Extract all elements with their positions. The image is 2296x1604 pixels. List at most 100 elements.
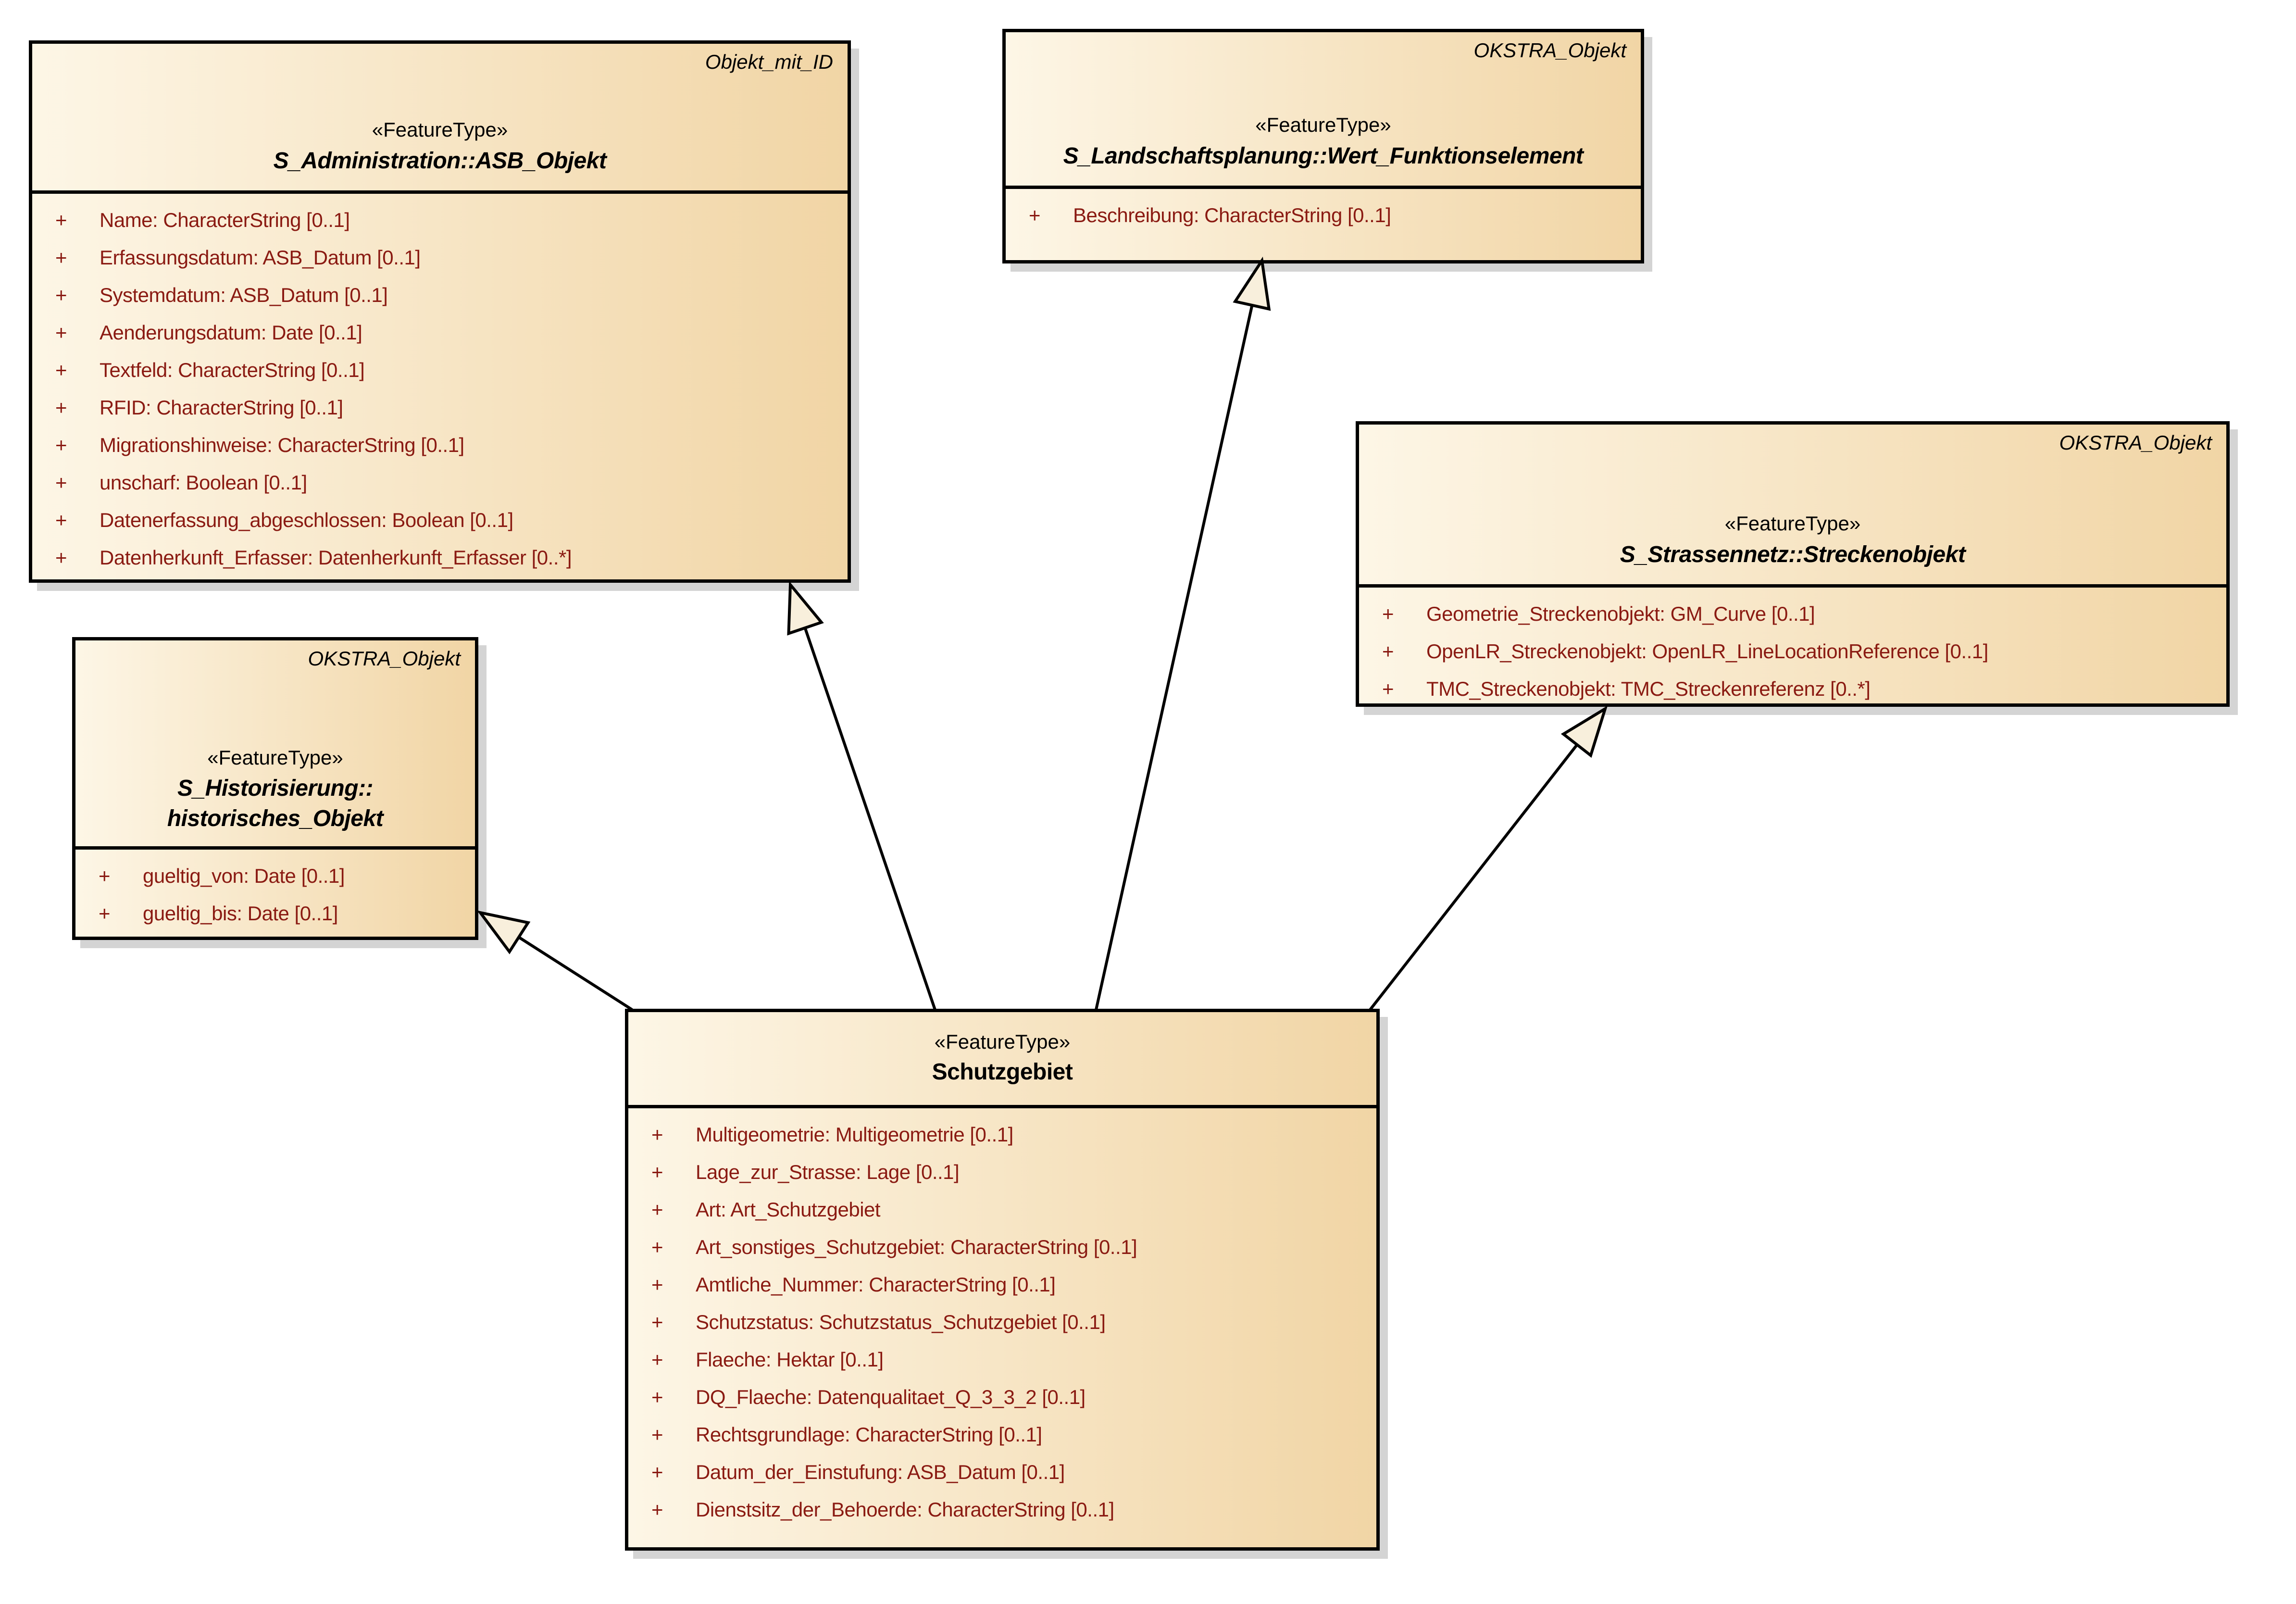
visibility-plus: + <box>651 1386 663 1408</box>
class-name: S_Administration::ASB_Objekt <box>273 148 607 174</box>
class-name: S_Strassennetz::Streckenobjekt <box>1620 541 1966 567</box>
header-spacer <box>1020 62 1626 113</box>
attribute-row: + Schutzstatus: Schutzstatus_Schutzgebiet… <box>628 1303 1376 1341</box>
class-header: OKSTRA_Objekt «FeatureType» S_Landschaft… <box>1006 32 1641 186</box>
visibility-plus: + <box>651 1123 663 1146</box>
attribute-text: TMC_Streckenobjekt: TMC_Streckenreferenz… <box>1426 677 1871 700</box>
attribute-text: Datum_der_Einstufung: ASB_Datum [0..1] <box>696 1461 1065 1483</box>
visibility-plus: + <box>1382 640 1394 663</box>
attribute-row: + RFID: CharacterString [0..1] <box>32 389 848 426</box>
visibility-plus: + <box>55 509 67 531</box>
attribute-row: +Systemdatum: ASB_Datum [0..1] <box>32 276 848 314</box>
visibility-plus: + <box>55 209 67 231</box>
attributes-compartment: +Beschreibung: CharacterString [0..1] <box>1006 186 1641 260</box>
class-historisches-objekt: OKSTRA_Objekt «FeatureType» S_Historisie… <box>72 637 478 940</box>
attribute-text: Datenherkunft_Erfasser: Datenherkunft_Er… <box>100 546 572 569</box>
visibility-plus: + <box>1382 677 1394 700</box>
visibility-plus: + <box>651 1311 663 1333</box>
attribute-row: + unscharf: Boolean [0..1] <box>32 464 848 501</box>
class-header: Objekt_mit_ID «FeatureType» S_Administra… <box>32 44 848 190</box>
hollow-triangle-arrowhead-icon <box>1233 256 1271 311</box>
package-tag: OKSTRA_Objekt <box>1473 39 1626 62</box>
attribute-text: gueltig_bis: Date [0..1] <box>143 902 338 925</box>
stereotype-label: «FeatureType» <box>1255 113 1391 137</box>
package-tag: Objekt_mit_ID <box>705 50 833 73</box>
class-streckenobjekt: OKSTRA_Objekt «FeatureType» S_Strassenne… <box>1356 421 2230 707</box>
attribute-text: Flaeche: Hektar [0..1] <box>696 1348 884 1371</box>
class-wert-funktionselement: OKSTRA_Objekt «FeatureType» S_Landschaft… <box>1002 29 1644 263</box>
attribute-row: + Migrationshinweise: CharacterString [0.… <box>32 426 848 464</box>
class-header: OKSTRA_Objekt «FeatureType» S_Historisie… <box>75 640 475 846</box>
attribute-row: + Art_sonstiges_Schutzgebiet: CharacterSt… <box>628 1228 1376 1266</box>
attribute-row: + Dienstsitz_der_Behoerde: CharacterStrin… <box>628 1491 1376 1529</box>
attribute-text: gueltig_von: Date [0..1] <box>143 865 345 887</box>
attribute-text: Dienstsitz_der_Behoerde: CharacterString… <box>696 1498 1114 1521</box>
stereotype-label: «FeatureType» <box>934 1030 1071 1053</box>
attribute-text: RFID: CharacterString [0..1] <box>100 396 343 419</box>
class-name-line1: S_Historisierung:: <box>177 776 374 802</box>
generalization-arrow-to-asb-objekt <box>787 580 936 1010</box>
visibility-plus: + <box>651 1236 663 1258</box>
attribute-row: + OpenLR_Streckenobjekt: OpenLR_LineLocat… <box>1359 633 2226 670</box>
attributes-compartment: +gueltig_von: Date [0..1] + gueltig_bis: … <box>75 846 475 937</box>
attribute-row: +gueltig_von: Date [0..1] <box>75 857 475 895</box>
header-spacer <box>1373 454 2212 512</box>
visibility-plus: + <box>651 1461 663 1483</box>
attribute-text: Multigeometrie: Multigeometrie [0..1] <box>696 1123 1013 1146</box>
attribute-text: Name: CharacterString [0..1] <box>100 209 350 231</box>
attribute-text: Migrationshinweise: CharacterString [0..… <box>100 434 464 456</box>
attribute-text: Schutzstatus: Schutzstatus_Schutzgebiet … <box>696 1311 1106 1333</box>
class-header: OKSTRA_Objekt «FeatureType» S_Strassenne… <box>1359 425 2226 584</box>
attribute-row: + TMC_Streckenobjekt: TMC_Streckenreferen… <box>1359 670 2226 703</box>
attributes-compartment: +Geometrie_Streckenobjekt: GM_Curve [0..… <box>1359 584 2226 703</box>
hollow-triangle-arrowhead-icon <box>787 580 824 636</box>
visibility-plus: + <box>55 471 67 494</box>
visibility-plus: + <box>55 284 67 306</box>
class-name: Schutzgebiet <box>932 1059 1073 1085</box>
attribute-text: OpenLR_Streckenobjekt: OpenLR_LineLocati… <box>1426 640 1988 663</box>
hollow-triangle-arrowhead-icon <box>1560 705 1608 758</box>
attributes-compartment: + Multigeometrie: Multigeometrie [0..1] +… <box>628 1105 1376 1547</box>
visibility-plus: + <box>651 1198 663 1221</box>
visibility-plus: + <box>651 1348 663 1371</box>
attribute-text: Amtliche_Nummer: CharacterString [0..1] <box>696 1273 1056 1296</box>
attribute-row: +DQ_Flaeche: Datenqualitaet_Q_3_3_2 [0..… <box>628 1378 1376 1416</box>
class-name: S_Landschaftsplanung::Wert_Funktionselem… <box>1063 143 1584 169</box>
attribute-row: +Beschreibung: CharacterString [0..1] <box>1006 197 1641 234</box>
attributes-compartment: + Name: CharacterString [0..1] + Erfassung… <box>32 190 848 579</box>
attribute-row: + Flaeche: Hektar [0..1] <box>628 1341 1376 1378</box>
attribute-row: +Lage_zur_Strasse: Lage [0..1] <box>628 1153 1376 1191</box>
visibility-plus: + <box>1382 602 1394 625</box>
attribute-row: +Amtliche_Nummer: CharacterString [0..1] <box>628 1266 1376 1303</box>
visibility-plus: + <box>55 246 67 269</box>
attribute-row: + gueltig_bis: Date [0..1] <box>75 895 475 932</box>
attribute-text: Art_sonstiges_Schutzgebiet: CharacterStr… <box>696 1236 1137 1258</box>
attribute-row: +Datenerfassung_abgeschlossen: Boolean [… <box>32 501 848 539</box>
attribute-text: Erfassungsdatum: ASB_Datum [0..1] <box>100 246 421 269</box>
attribute-text: Lage_zur_Strasse: Lage [0..1] <box>696 1161 960 1183</box>
visibility-plus: + <box>55 359 67 381</box>
visibility-plus: + <box>99 902 111 925</box>
attribute-text: Beschreibung: CharacterString [0..1] <box>1073 204 1391 226</box>
attribute-text: Aenderungsdatum: Date [0..1] <box>100 321 362 344</box>
visibility-plus: + <box>55 321 67 344</box>
visibility-plus: + <box>651 1423 663 1446</box>
attribute-row: + Name: CharacterString [0..1] <box>32 201 848 239</box>
generalization-arrow-to-historisches-objekt <box>476 910 633 1011</box>
attribute-row: + Erfassungsdatum: ASB_Datum [0..1] <box>32 239 848 276</box>
package-tag: OKSTRA_Objekt <box>308 647 461 670</box>
header-spacer <box>90 670 461 746</box>
visibility-plus: + <box>55 396 67 419</box>
generalization-arrow-to-streckenobjekt <box>1369 705 1608 1011</box>
attribute-row: + Aenderungsdatum: Date [0..1] <box>32 314 848 351</box>
stereotype-label: «FeatureType» <box>207 746 343 769</box>
header-spacer <box>47 74 833 118</box>
class-asb-objekt: Objekt_mit_ID «FeatureType» S_Administra… <box>29 40 851 583</box>
attribute-text: unscharf: Boolean [0..1] <box>100 471 307 494</box>
class-name-line2: historisches_Objekt <box>167 805 384 831</box>
visibility-plus: + <box>651 1498 663 1521</box>
stereotype-label: «FeatureType» <box>372 118 508 141</box>
generalization-arrow-to-wert-funktionselement <box>1095 256 1271 1010</box>
attribute-text: Textfeld: CharacterString [0..1] <box>100 359 365 381</box>
visibility-plus: + <box>55 434 67 456</box>
